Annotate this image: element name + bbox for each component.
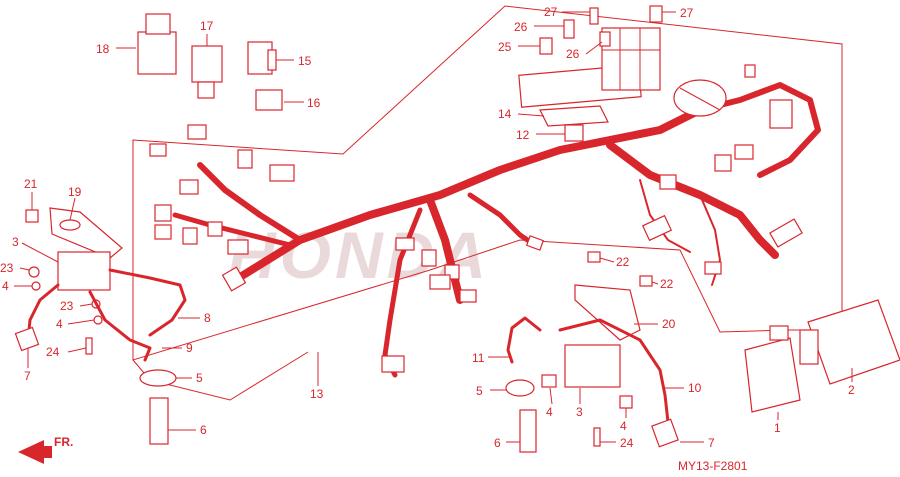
fuse-25 <box>539 37 553 55</box>
drawing-code: MY13-F2801 <box>678 459 748 472</box>
assembly-frame-lower <box>132 351 309 401</box>
wire-harness <box>172 82 821 378</box>
callout-6-right: 6 <box>494 436 501 450</box>
fuse-box <box>518 27 661 108</box>
spark-plug-cap-7-right <box>651 418 679 448</box>
leader-lines <box>14 11 853 443</box>
callout-19: 19 <box>68 185 82 199</box>
spark-plug-cap-7-left <box>14 326 40 352</box>
fuse-26-right <box>599 31 611 47</box>
callout-24-left: 24 <box>46 345 60 359</box>
callout-8: 8 <box>204 311 211 325</box>
callout-18: 18 <box>96 42 110 56</box>
relay-15 <box>247 41 277 75</box>
relay-12 <box>564 124 584 142</box>
control-unit-2 <box>799 299 900 385</box>
callout-15: 15 <box>298 54 312 68</box>
ignition-coil-left <box>57 251 111 291</box>
callout-labels: 18 17 15 16 27 27 26 26 25 14 12 21 19 3… <box>0 5 855 450</box>
callout-23-center: 23 <box>60 299 74 313</box>
callout-4-right-a: 4 <box>546 405 553 419</box>
callout-12: 12 <box>516 128 530 142</box>
callout-9: 9 <box>186 341 193 355</box>
callout-20: 20 <box>662 317 676 331</box>
washer-4-right-b <box>619 395 633 409</box>
spark-plug-wire-10 <box>558 318 670 424</box>
bracket-19 <box>49 207 123 259</box>
spark-plug-wire-9 <box>88 290 152 362</box>
bolt-22-lower <box>639 275 653 287</box>
fuse-26-left <box>563 19 575 39</box>
washer-4-left <box>31 281 41 291</box>
fuse-27-left <box>589 7 599 25</box>
control-unit-1 <box>744 325 801 413</box>
bolt-24-left <box>85 337 93 355</box>
connector-cluster-left <box>149 124 295 292</box>
callout-26-left: 26 <box>514 20 528 34</box>
callout-7-left: 7 <box>24 369 31 383</box>
connector-cluster-right <box>641 64 803 275</box>
callout-4-center: 4 <box>56 317 63 331</box>
callout-25: 25 <box>498 40 512 54</box>
washer-4-center <box>93 315 103 325</box>
assembly-frame <box>132 5 843 361</box>
front-direction-arrow <box>18 440 52 464</box>
bolt-24-right <box>593 427 601 447</box>
spark-plug-cap-6-right <box>519 409 537 453</box>
grommet-5-left <box>139 369 177 387</box>
nut-23-left <box>28 266 40 278</box>
front-direction-label: FR. <box>54 435 73 449</box>
bracket-20 <box>574 284 641 341</box>
callout-6-left: 6 <box>200 423 207 437</box>
callout-11: 11 <box>472 351 485 365</box>
relay-18 <box>137 13 177 75</box>
callout-3-right: 3 <box>576 405 583 419</box>
fuse-box-cover-14 <box>539 105 609 127</box>
connector-cluster-center <box>381 235 545 373</box>
washer-4-right-a <box>541 374 557 388</box>
callout-22-upper: 22 <box>616 255 630 269</box>
callout-5-right: 5 <box>476 384 483 398</box>
callout-21: 21 <box>24 177 38 191</box>
callout-4-left: 4 <box>2 279 9 293</box>
fuse-27-right <box>649 5 663 23</box>
callout-23-left: 23 <box>0 261 14 275</box>
relay-17 <box>191 45 223 99</box>
callout-27-left: 27 <box>544 5 558 19</box>
relay-16 <box>255 89 283 111</box>
callout-4-right-b: 4 <box>620 419 627 433</box>
grommet-5-right <box>505 379 535 397</box>
ignition-coil-right <box>564 344 621 388</box>
callout-7-right: 7 <box>708 436 715 450</box>
callout-26-right: 26 <box>566 47 580 61</box>
callout-22-lower: 22 <box>660 277 674 291</box>
bolt-21 <box>25 209 39 223</box>
callout-10: 10 <box>688 381 702 395</box>
callout-3-left: 3 <box>12 235 19 249</box>
callout-14: 14 <box>498 107 512 121</box>
callout-2: 2 <box>848 383 855 397</box>
callout-24-right: 24 <box>620 436 634 450</box>
spark-plug-cap-6-left <box>149 397 169 445</box>
spark-plug-wire-8 <box>108 268 187 337</box>
callout-16: 16 <box>307 96 321 110</box>
bolt-22-upper <box>587 251 601 263</box>
callout-27-right: 27 <box>680 6 694 20</box>
spark-plug-wire-11 <box>506 316 542 364</box>
callout-17: 17 <box>200 19 214 33</box>
callout-5-left: 5 <box>196 371 203 385</box>
callout-13: 13 <box>310 387 324 401</box>
callout-1: 1 <box>774 421 781 435</box>
